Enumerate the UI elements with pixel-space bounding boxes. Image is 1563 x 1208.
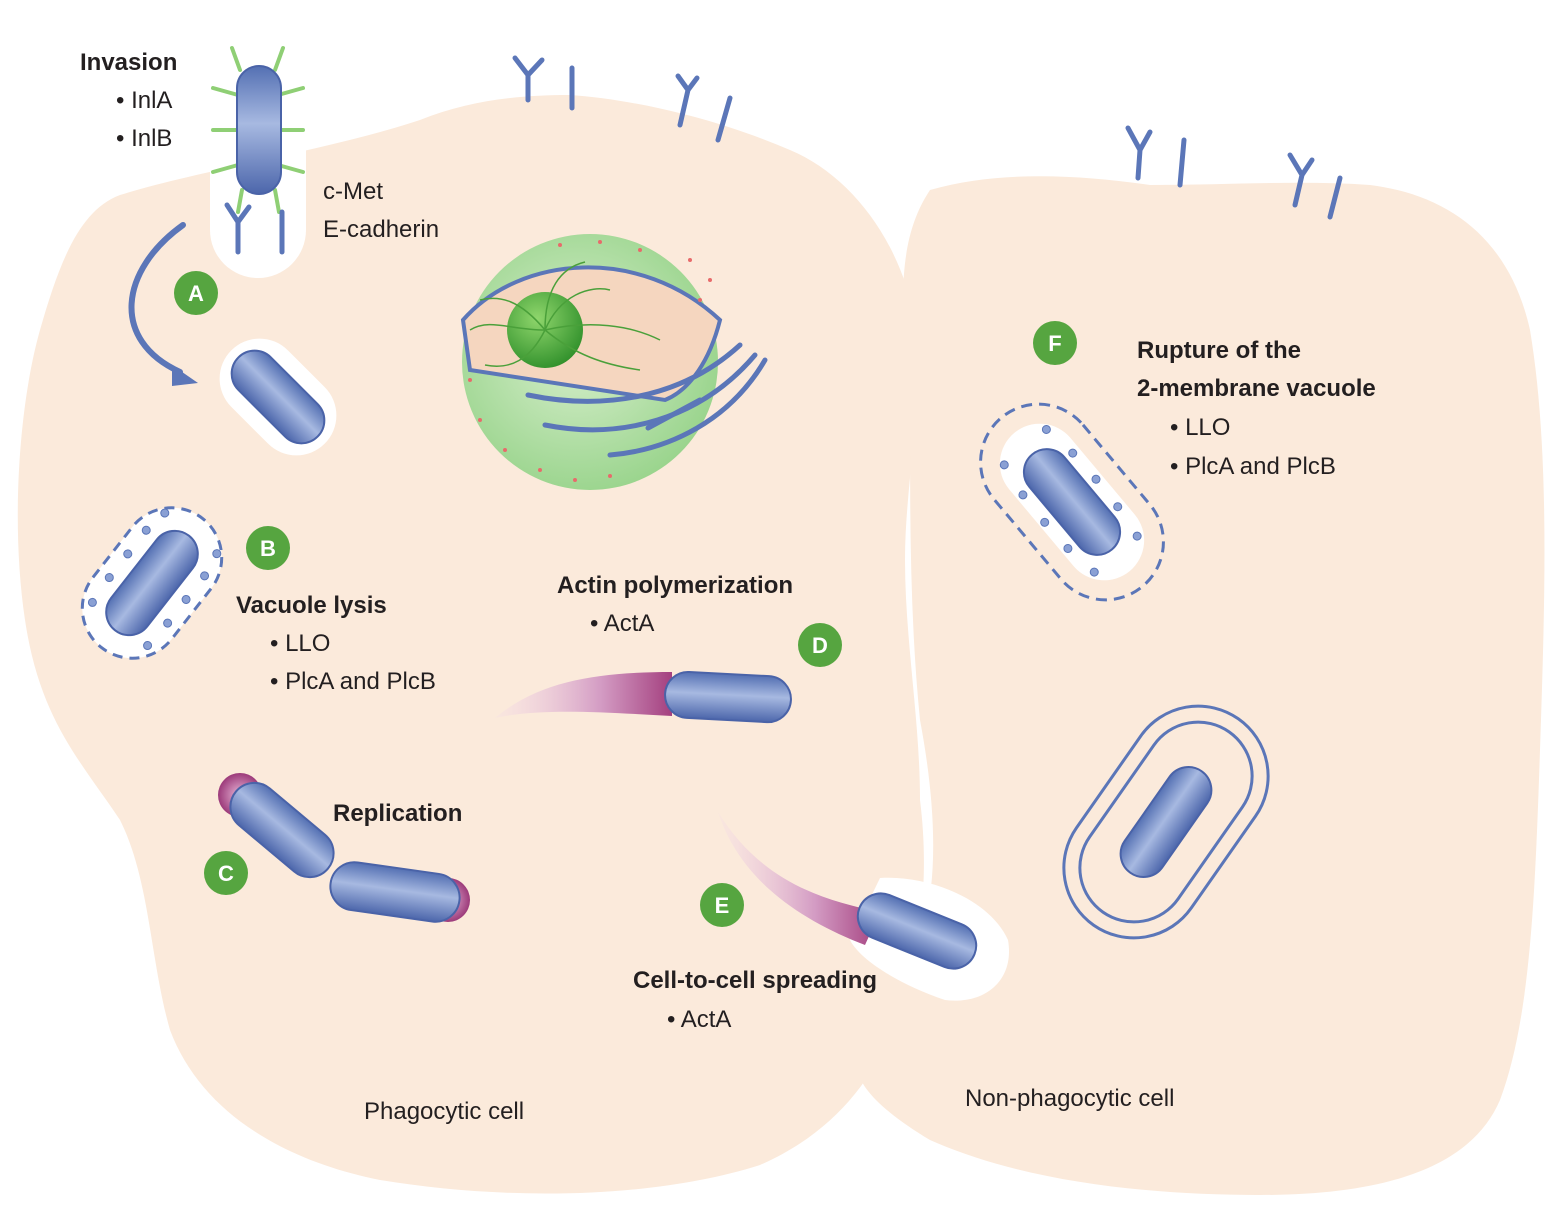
- internalized-vacuole: [219, 338, 337, 456]
- double-membrane-vacuole: [979, 402, 1165, 602]
- spreading-item-acta: • ActA: [667, 1006, 731, 1033]
- invasion-item-inlb: • InlB: [116, 125, 172, 152]
- badge-b: B: [246, 526, 290, 570]
- actin-tail-bacterium: [495, 670, 792, 724]
- svg-text:D: D: [812, 633, 828, 658]
- rupture-title-line1: Rupture of the: [1137, 337, 1301, 364]
- badge-a: A: [174, 271, 218, 315]
- non-phagocytic-cell-label: Non-phagocytic cell: [965, 1085, 1174, 1112]
- replicating-bacteria: [218, 773, 470, 923]
- badge-c: C: [204, 851, 248, 895]
- replication-title: Replication: [333, 800, 462, 827]
- invasion-arrow: [128, 222, 186, 375]
- intact-double-vacuole: [1062, 704, 1270, 940]
- invasion-title: Invasion: [80, 49, 177, 76]
- invasin-cilia: [211, 46, 305, 214]
- actin-item-acta: • ActA: [590, 610, 654, 637]
- svg-text:B: B: [260, 536, 276, 561]
- invasion-item-inla: • InlA: [116, 87, 172, 114]
- rupture-item-plc: • PlcA and PlcB: [1170, 453, 1336, 480]
- svg-text:F: F: [1048, 331, 1061, 356]
- vacuole-lysis-item-llo: • LLO: [270, 630, 330, 657]
- svg-text:E: E: [715, 893, 730, 918]
- spreading-title: Cell-to-cell spreading: [633, 967, 877, 994]
- protrusion: [718, 812, 1010, 1001]
- receptor-cmet: c-Met: [323, 178, 383, 205]
- svg-text:A: A: [188, 281, 204, 306]
- arrow-head: [172, 365, 198, 386]
- badge-d: D: [798, 623, 842, 667]
- phagocytic-cell-label: Phagocytic cell: [364, 1098, 524, 1125]
- invasion-site: [210, 46, 306, 278]
- vacuole-lysis: [80, 506, 224, 660]
- rupture-title-line2: 2-membrane vacuole: [1137, 375, 1376, 402]
- vacuole-lysis-item-plc: • PlcA and PlcB: [270, 668, 436, 695]
- svg-text:C: C: [218, 861, 234, 886]
- rupture-item-llo: • LLO: [1170, 414, 1230, 441]
- receptor-ecadherin: E-cadherin: [323, 216, 439, 243]
- actin-title: Actin polymerization: [557, 572, 793, 599]
- bacterium-invading: [236, 65, 282, 195]
- non-phagocytic-cell-body: [858, 176, 1545, 1195]
- surface-receptors: [512, 55, 1343, 220]
- badge-f: F: [1033, 321, 1077, 365]
- host-receptors: [224, 202, 285, 255]
- vacuole-lysis-title: Vacuole lysis: [236, 592, 387, 619]
- badge-e: E: [700, 883, 744, 927]
- nucleus: [460, 234, 768, 490]
